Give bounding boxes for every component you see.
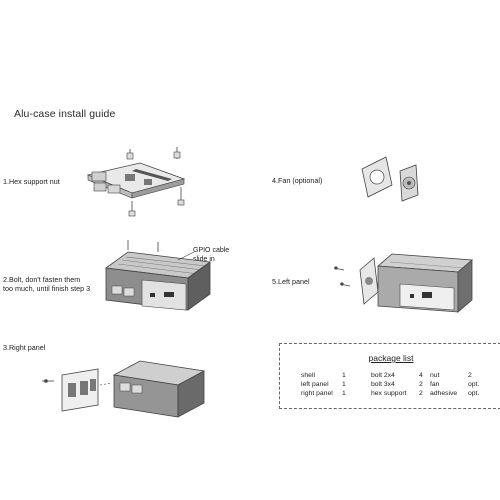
package-list-box: package list shell 1 left panel 1 right … (279, 343, 500, 409)
step-5-label: 5.Left panel (272, 277, 310, 286)
pk-item-name: bolt 2x4 (371, 372, 395, 379)
pk-item-name: right panel (301, 390, 333, 397)
pk-item-name: adhesive (430, 390, 458, 397)
pk-item-qty: 1 (342, 381, 346, 388)
step-2-label-line1: 2.Bolt, don't fasten them (3, 275, 81, 284)
package-list-title: package list (368, 353, 414, 363)
step-4-fan-illustration (361, 156, 419, 202)
gpio-callout-line1: GPIO cable (193, 247, 230, 254)
pk-item-name: shell (301, 372, 315, 379)
pk-item-qty: opt. (468, 390, 480, 397)
pk-item-qty: 2 (468, 372, 472, 379)
step-5-left-panel-illustration (333, 253, 473, 313)
gpio-callout-line2: slide in (193, 256, 215, 263)
pk-item-qty: 1 (342, 390, 346, 397)
pk-item-name: nut (430, 372, 440, 379)
pk-item-name: hex support (371, 390, 407, 397)
pk-item-qty: 2 (419, 390, 423, 397)
step-1-label: 1.Hex support nut (3, 177, 60, 186)
step-2-label-line2: too much, until finish step 3 (3, 284, 91, 293)
pk-item-name: left panel (301, 381, 329, 388)
step-1-board-illustration (86, 147, 186, 217)
step-3-label: 3.Right panel (3, 343, 46, 352)
pk-item-name: fan (430, 381, 440, 388)
guide-title: Alu-case install guide (14, 108, 116, 120)
pk-item-qty: opt. (468, 381, 480, 388)
pk-item-qty: 2 (419, 381, 423, 388)
pk-item-name: bolt 3x4 (371, 381, 395, 388)
step-2-case-illustration (104, 240, 212, 311)
step-4-label: 4.Fan (optional) (272, 176, 323, 185)
step-3-right-panel-illustration (42, 360, 206, 418)
pk-item-qty: 4 (419, 372, 423, 379)
pk-item-qty: 1 (342, 372, 346, 379)
